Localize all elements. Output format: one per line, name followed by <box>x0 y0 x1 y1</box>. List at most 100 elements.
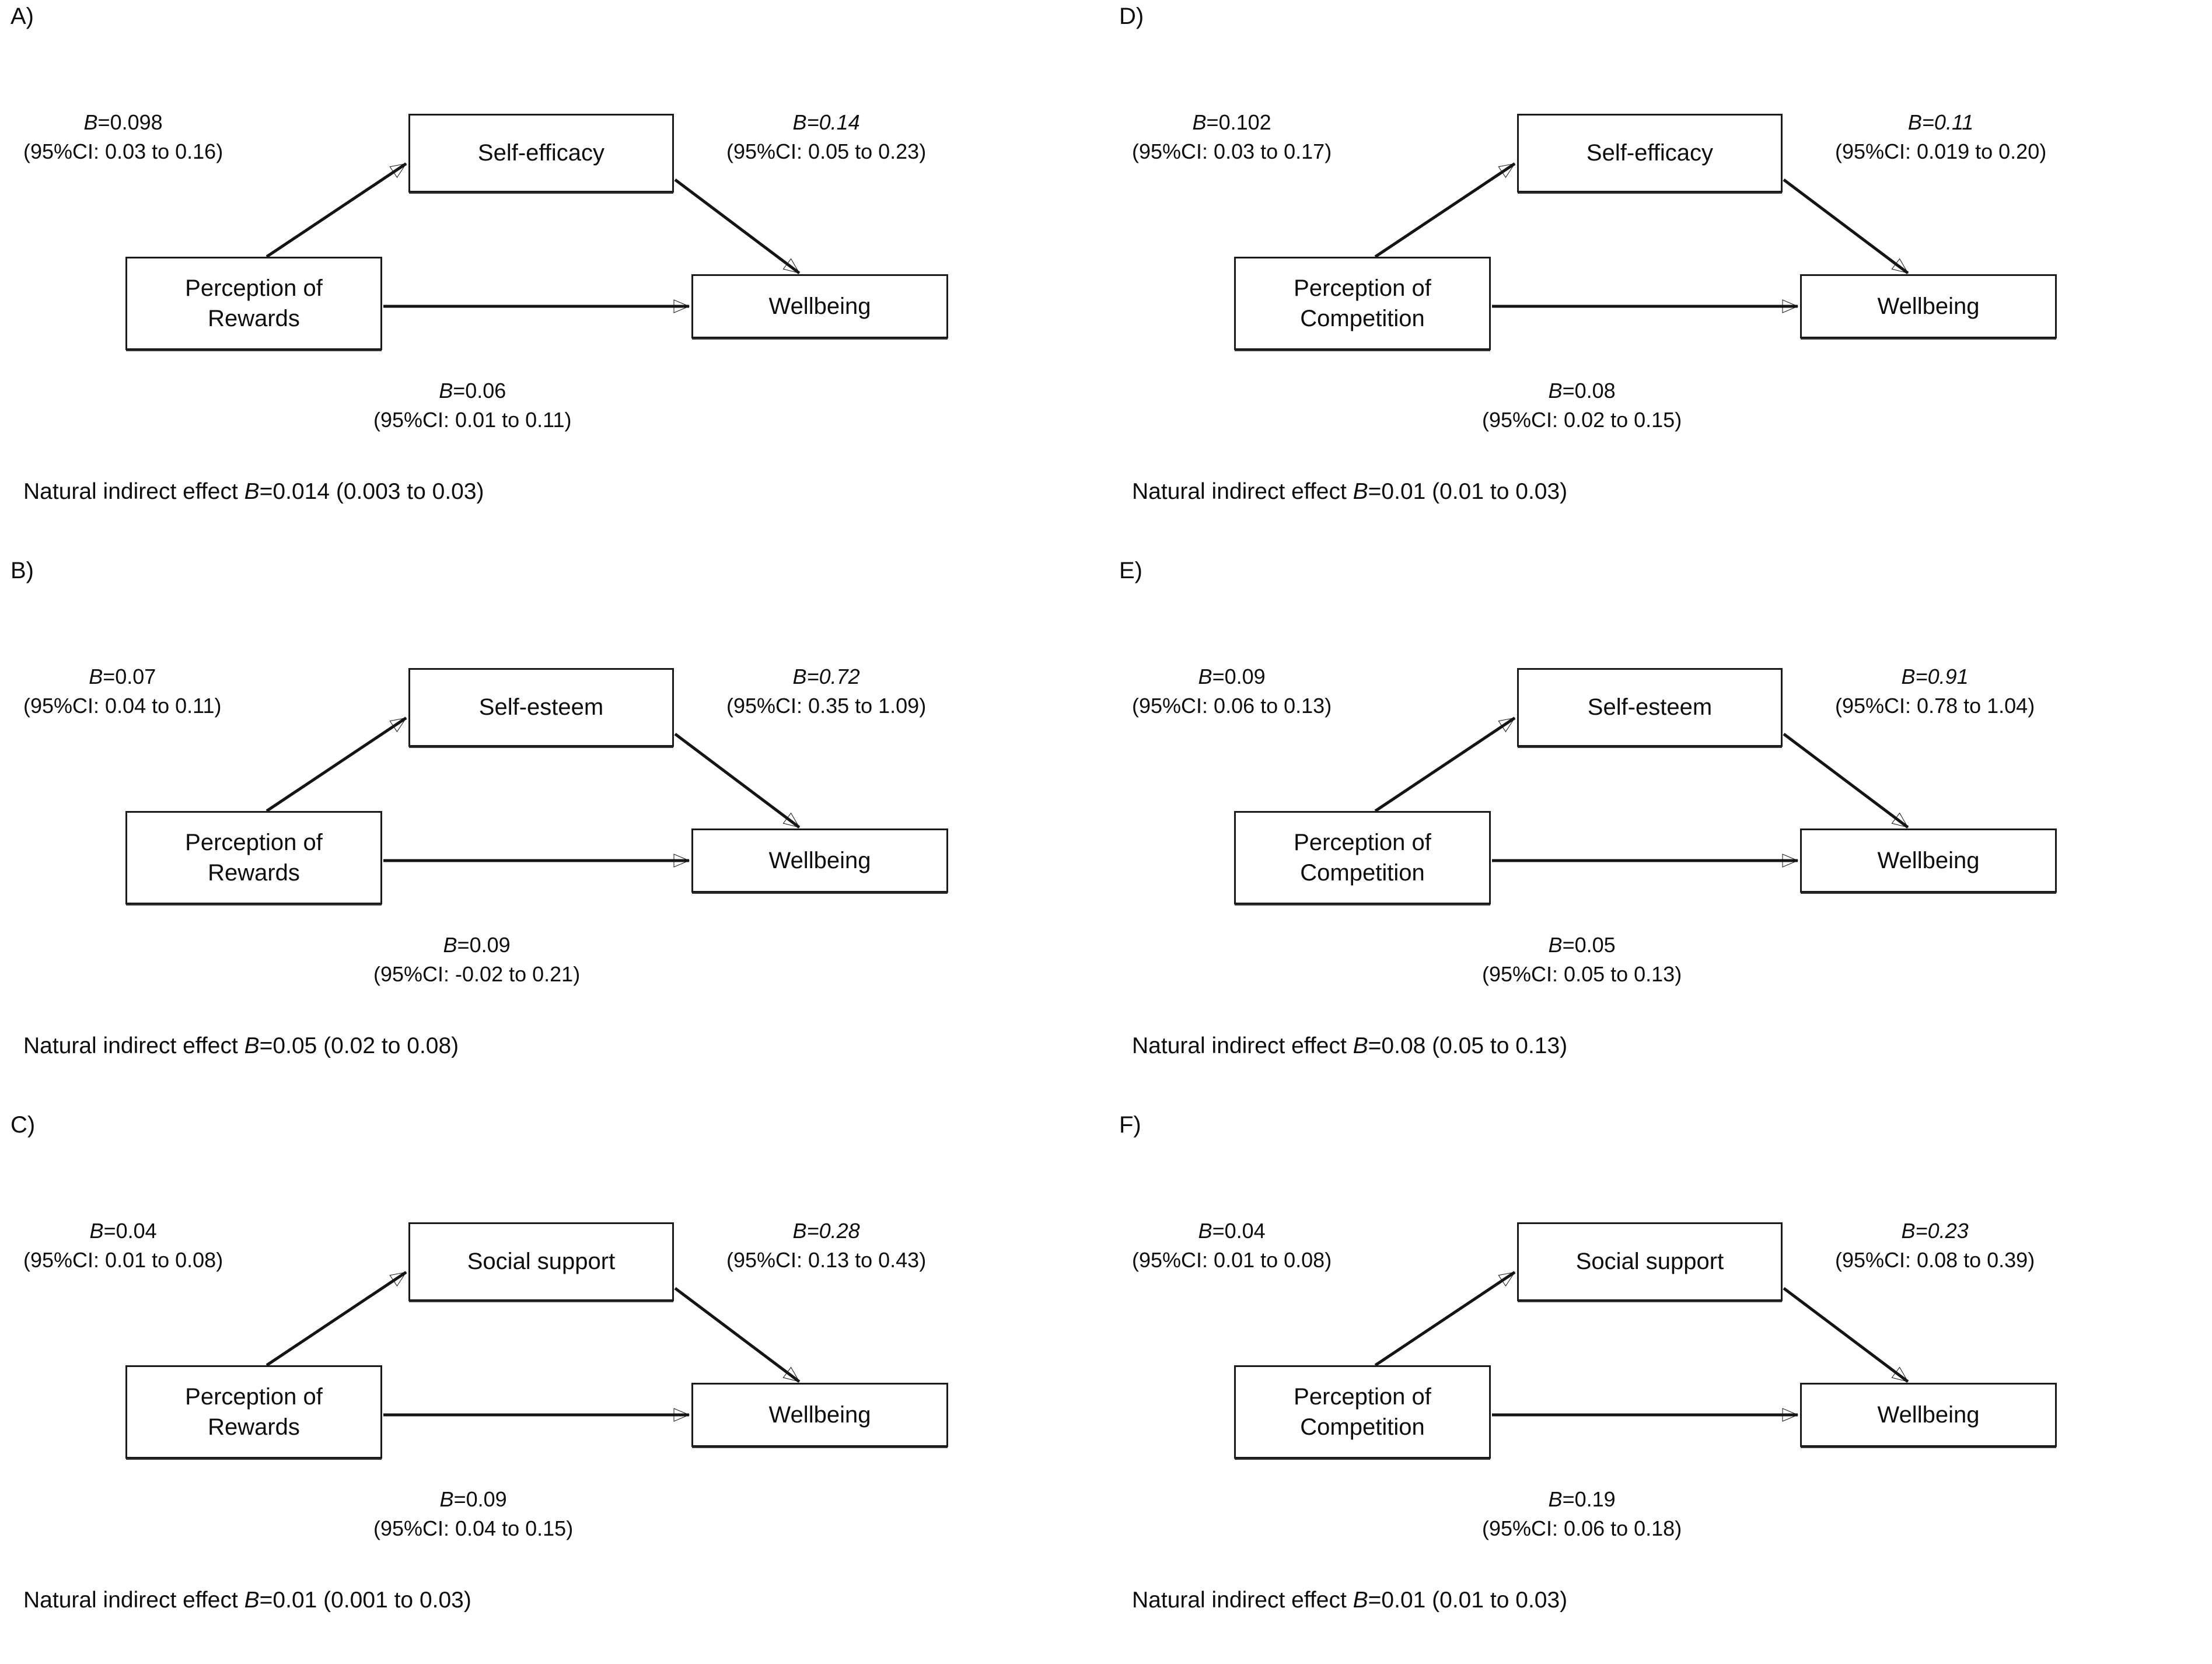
outcome-label: Wellbeing <box>768 1401 871 1428</box>
natural-indirect-effect: Natural indirect effect B=0.01 (0.001 to… <box>23 1587 471 1614</box>
mediator-label: Self-esteem <box>478 694 604 721</box>
coef-value: =0.23 <box>1915 1219 1969 1243</box>
nie-value: =0.014 (0.003 to 0.03) <box>259 479 484 504</box>
arrow-exposure-to-outcome <box>383 299 690 313</box>
coef-value: =0.05 <box>1562 933 1616 957</box>
edge-ci: (95%CI: 0.01 to 0.08) <box>23 1247 223 1272</box>
nie-prefix: Natural indirect effect <box>1132 1588 1353 1613</box>
edge-coefficient: B=0.09 <box>373 931 580 960</box>
arrow-exposure-to-outcome <box>1492 854 1799 868</box>
arrow-exposure-to-outcome <box>1492 1408 1799 1422</box>
natural-indirect-effect: Natural indirect effect B=0.05 (0.02 to … <box>23 1033 459 1060</box>
edge-label-c-path: B=0.06(95%CI: 0.01 to 0.11) <box>373 376 572 434</box>
arrow-mediator-to-outcome <box>1783 733 1909 828</box>
edge-coefficient: B=0.07 <box>23 662 222 691</box>
edge-label-a-path: B=0.04(95%CI: 0.01 to 0.08) <box>1132 1216 1332 1274</box>
nie-symbol: B <box>1353 479 1368 504</box>
nie-symbol: B <box>1353 1033 1368 1058</box>
edge-ci: (95%CI: 0.78 to 1.04) <box>1835 693 2035 718</box>
edge-coefficient: B=0.04 <box>23 1216 223 1246</box>
edge-ci: (95%CI: 0.05 to 0.13) <box>1482 962 1682 986</box>
edge-coefficient: B=0.08 <box>1482 376 1682 405</box>
edge-coefficient: B=0.09 <box>373 1485 573 1514</box>
edge-coefficient: B=0.72 <box>726 662 926 691</box>
coef-value: =0.098 <box>97 110 163 134</box>
edge-coefficient: B=0.23 <box>1835 1216 2035 1246</box>
edge-ci: (95%CI: 0.04 to 0.11) <box>23 693 222 718</box>
coef-symbol: B <box>1198 665 1212 688</box>
coef-symbol: B <box>439 1487 454 1511</box>
arrow-exposure-to-outcome <box>383 1408 690 1422</box>
coef-symbol: B <box>1901 665 1916 688</box>
edge-ci: (95%CI: 0.06 to 0.13) <box>1132 693 1332 718</box>
node-outcome: Wellbeing <box>691 274 948 338</box>
edge-coefficient: B=0.04 <box>1132 1216 1332 1246</box>
nie-symbol: B <box>244 1588 260 1613</box>
node-mediator: Self-efficacy <box>1517 114 1783 193</box>
edge-coefficient: B=0.91 <box>1835 662 2035 691</box>
coef-value: =0.19 <box>1562 1487 1616 1511</box>
nie-value: =0.05 (0.02 to 0.08) <box>259 1033 459 1058</box>
edge-ci: (95%CI: 0.019 to 0.20) <box>1835 139 2047 163</box>
natural-indirect-effect: Natural indirect effect B=0.01 (0.01 to … <box>1132 478 1567 506</box>
mediator-label: Social support <box>1575 1249 1724 1275</box>
edge-ci: (95%CI: 0.03 to 0.17) <box>1132 139 1332 163</box>
edge-label-c-path: B=0.19(95%CI: 0.06 to 0.18) <box>1482 1485 1682 1543</box>
arrow-mediator-to-outcome <box>674 179 801 274</box>
arrow-exposure-to-outcome <box>1492 299 1799 313</box>
edge-coefficient: B=0.28 <box>726 1216 926 1246</box>
coef-value: =0.06 <box>453 379 506 403</box>
nie-symbol: B <box>1353 1588 1368 1613</box>
outcome-label: Wellbeing <box>1877 293 1980 319</box>
node-mediator: Self-esteem <box>408 668 674 747</box>
edge-coefficient: B=0.11 <box>1835 108 2046 137</box>
arrow-exposure-to-mediator <box>1374 1271 1516 1367</box>
edge-coefficient: B=0.098 <box>23 108 223 137</box>
coef-value: =0.09 <box>1212 665 1266 688</box>
edge-label-a-path: B=0.098(95%CI: 0.03 to 0.16) <box>23 108 223 166</box>
panel-letter: E) <box>1119 558 1142 583</box>
coef-symbol: B <box>1198 1219 1212 1243</box>
arrow-mediator-to-outcome <box>1783 179 1909 274</box>
edge-label-b-path: B=0.11(95%CI: 0.019 to 0.20) <box>1835 108 2046 166</box>
edge-label-c-path: B=0.09(95%CI: -0.02 to 0.21) <box>373 931 580 988</box>
coef-symbol: B <box>89 665 103 688</box>
nie-prefix: Natural indirect effect <box>23 1033 244 1058</box>
edge-coefficient: B=0.14 <box>726 108 926 137</box>
arrow-exposure-to-mediator <box>265 1271 407 1367</box>
coef-value: =0.28 <box>806 1219 860 1243</box>
edge-coefficient: B=0.09 <box>1132 662 1332 691</box>
edge-coefficient: B=0.19 <box>1482 1485 1682 1514</box>
edge-ci: (95%CI: 0.05 to 0.23) <box>726 139 927 163</box>
arrow-exposure-to-mediator <box>1374 716 1516 813</box>
coef-symbol: B <box>443 933 457 957</box>
panel-letter: B) <box>11 558 34 583</box>
outcome-label: Wellbeing <box>768 847 871 873</box>
coef-symbol: B <box>439 379 453 403</box>
nie-value: =0.01 (0.01 to 0.03) <box>1368 1588 1568 1613</box>
node-outcome: Wellbeing <box>691 828 948 893</box>
edge-ci: (95%CI: 0.04 to 0.15) <box>373 1516 574 1540</box>
coef-symbol: B <box>792 1219 807 1243</box>
panel-letter: F) <box>1119 1112 1141 1138</box>
coef-value: =0.08 <box>1562 379 1616 403</box>
edge-ci: (95%CI: 0.13 to 0.43) <box>726 1247 927 1272</box>
natural-indirect-effect: Natural indirect effect B=0.014 (0.003 t… <box>23 478 484 506</box>
coef-symbol: B <box>1548 933 1563 957</box>
node-mediator: Self-esteem <box>1517 668 1783 747</box>
edge-coefficient: B=0.102 <box>1132 108 1332 137</box>
node-outcome: Wellbeing <box>1800 274 2057 338</box>
edge-ci: (95%CI: 0.06 to 0.18) <box>1482 1516 1682 1540</box>
panel-letter: A) <box>11 4 34 29</box>
natural-indirect-effect: Natural indirect effect B=0.01 (0.01 to … <box>1132 1587 1567 1614</box>
outcome-label: Wellbeing <box>768 293 871 319</box>
